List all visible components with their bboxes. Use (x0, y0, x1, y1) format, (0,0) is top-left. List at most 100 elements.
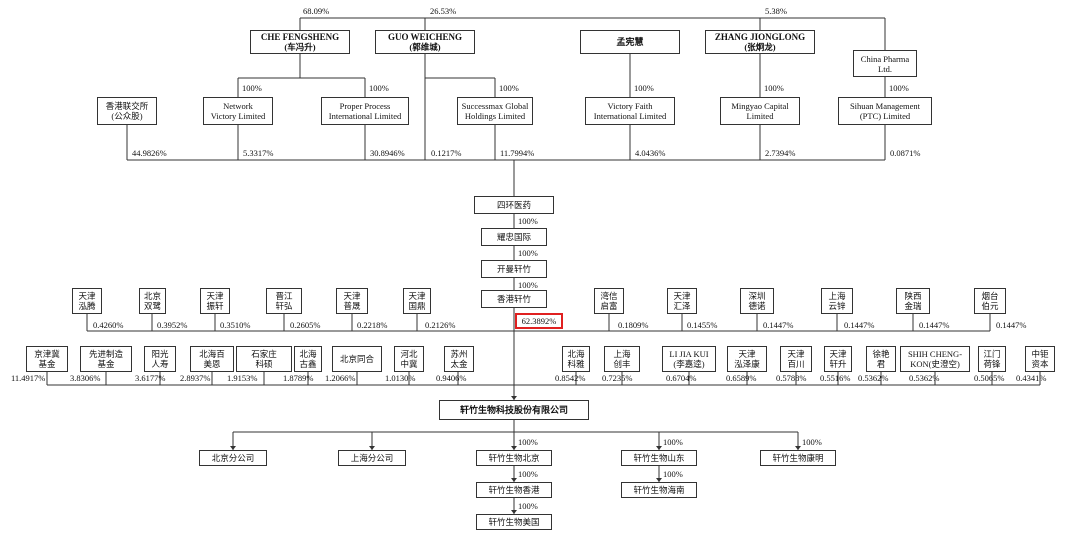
row2-investor-percent: 2.8937% (180, 373, 211, 383)
investor-name-line1: SHIH CHENG- (907, 349, 963, 359)
investor-name-line2: 古鑫 (299, 359, 317, 369)
network-percent: 5.3317% (243, 148, 274, 158)
row2-investor: 京津冀基金 (26, 346, 68, 372)
row2-investor-percent: 0.6589% (726, 373, 757, 383)
investor-name-line2: 基金 (97, 359, 115, 369)
investor-name-line2: 普晟 (343, 301, 361, 311)
zhang-percent: 5.38% (765, 6, 787, 16)
row2-investor-percent: 0.5362% (909, 373, 940, 383)
xuanzhu-kangming: 轩竹生物康明 (760, 450, 836, 466)
network-victory: Network Victory Limited (203, 97, 273, 125)
investor-name-line2: 伯元 (981, 301, 999, 311)
investor-name-line1: 江门 (983, 349, 1001, 359)
row1-investor-percent: 0.2126% (425, 320, 456, 330)
investor-name-line1: 陕西 (904, 291, 922, 301)
shareholder-china-pharma: China Pharma Ltd. (853, 50, 917, 77)
row1-investor-percent: 0.1447% (996, 320, 1027, 330)
investor-name-line2: (李嘉逵) (673, 359, 705, 369)
xz-sd-own: 100% (663, 437, 683, 447)
row1-investor: 上海云锌 (821, 288, 853, 314)
investor-name-line2: 泓泽康 (734, 359, 760, 369)
row1-investor: 北京双鹭 (139, 288, 166, 314)
row2-investor-percent: 1.8789% (283, 373, 314, 383)
guo-percent: 26.53% (430, 6, 457, 16)
investor-name-line2: 科硕 (255, 359, 273, 369)
investor-name-line2: 泓腾 (78, 301, 96, 311)
investor-name-line1: 北京 (143, 291, 161, 301)
shanghai-branch: 上海分公司 (338, 450, 406, 466)
row2-investor-percent: 0.5788% (776, 373, 807, 383)
hk-xuanzhu-percent: 62.3892% (515, 313, 563, 329)
investor-name-line2: 科雅 (567, 359, 585, 369)
victory-percent: 4.0436% (635, 148, 666, 158)
proper-own: 100% (369, 83, 389, 93)
xz-km-own: 100% (802, 437, 822, 447)
investor-name-line2: 金瑞 (904, 301, 922, 311)
kaiman-xuanzhu: 开曼轩竹 (481, 260, 547, 278)
investor-name-line1: 阳光 (151, 349, 169, 359)
investor-name-line1: 北海 (299, 349, 317, 359)
investor-name-line2: 国鼎 (408, 301, 426, 311)
mingyao-percent: 2.7394% (765, 148, 796, 158)
row1-investor: 陕西金瑞 (896, 288, 930, 314)
row1-investor: 深圳德诺 (740, 288, 774, 314)
chain-own-3: 100% (518, 280, 538, 290)
investor-name-line1: 天津 (738, 349, 756, 359)
row1-investor-percent: 0.1447% (763, 320, 794, 330)
xz-us-own: 100% (518, 501, 538, 511)
row1-investor-percent: 0.1447% (919, 320, 950, 330)
row1-investor-percent: 0.1809% (618, 320, 649, 330)
row2-investor: SHIH CHENG-KON(史澄空) (900, 346, 970, 372)
row1-investor-percent: 0.2218% (357, 320, 388, 330)
investor-name-line1: 北海 (567, 349, 585, 359)
xuanzhu-hongkong: 轩竹生物香港 (476, 482, 552, 498)
row1-investor-percent: 0.4260% (93, 320, 124, 330)
investor-name-line1: 北京同合 (339, 354, 374, 364)
sihuan-pharma: 四环医药 (474, 196, 554, 214)
investor-name-line2: 美恩 (203, 359, 221, 369)
row2-investor-percent: 0.7235% (602, 373, 633, 383)
beijing-branch: 北京分公司 (199, 450, 267, 466)
investor-name-line1: 天津 (206, 291, 224, 301)
investor-name-line1: 京津冀 (34, 349, 60, 359)
row2-investor: 北海古鑫 (294, 346, 322, 372)
row2-investor-percent: 0.5065% (974, 373, 1005, 383)
investor-name-line1: LI JIA KUI (669, 349, 709, 359)
investor-name-line1: 河北 (400, 349, 418, 359)
row1-investor: 天津普晟 (336, 288, 368, 314)
hkex-public: 香港联交所 (公众股) (97, 97, 157, 125)
investor-name-line2: 太金 (450, 359, 468, 369)
row2-investor: 石家庄科硕 (236, 346, 292, 372)
investor-name-line1: 天津 (78, 291, 96, 301)
investor-name-line1: 湾信 (600, 291, 618, 301)
row2-investor: 北海科雅 (562, 346, 590, 372)
investor-name-line2: 中冀 (400, 359, 418, 369)
shareholder-meng-xianhui: 孟宪慧 (580, 30, 680, 54)
investor-name-line2: KON(史澄空) (910, 359, 960, 369)
xuanzhu-usa: 轩竹生物美国 (476, 514, 552, 530)
row2-investor-percent: 0.4341% (1016, 373, 1047, 383)
row2-investor-percent: 1.2066% (325, 373, 356, 383)
row1-investor-percent: 0.3510% (220, 320, 251, 330)
successmax-percent: 11.7994% (500, 148, 535, 158)
investor-name-line2: 百川 (787, 359, 805, 369)
row2-investor: 天津百川 (780, 346, 812, 372)
row2-investor-percent: 3.6177% (135, 373, 166, 383)
investor-name-line1: 上海 (613, 349, 631, 359)
row2-investor: 上海创丰 (604, 346, 640, 372)
proper-process: Proper Process International Limited (321, 97, 409, 125)
investor-name-line1: 苏州 (450, 349, 468, 359)
row2-investor-percent: 0.5516% (820, 373, 851, 383)
shareholder-zhang-jionglong: ZHANG JIONGLONG (张炯龙) (705, 30, 815, 54)
row2-investor: 河北中冀 (394, 346, 424, 372)
mingyao-capital: Mingyao Capital Limited (720, 97, 800, 125)
yaozhong-intl: 耀忠国际 (481, 228, 547, 246)
investor-name-line2: 振轩 (206, 301, 224, 311)
successmax-global: Successmax Global Holdings Limited (457, 97, 533, 125)
row1-investor-percent: 0.2605% (290, 320, 321, 330)
xuanzhu-hainan: 轩竹生物海南 (621, 482, 697, 498)
row2-investor-percent: 0.8542% (555, 373, 586, 383)
xz-bj-own: 100% (518, 437, 538, 447)
investor-name-line1: 徐艳 (872, 349, 890, 359)
